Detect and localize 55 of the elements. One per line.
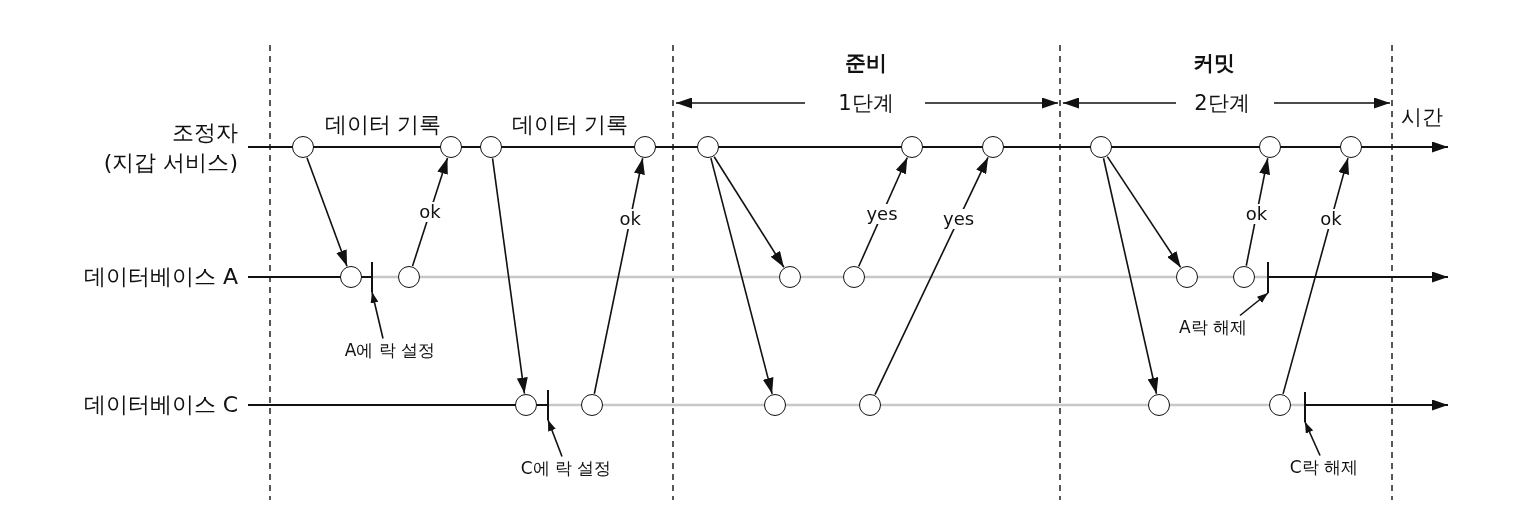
message-arrow [874, 156, 989, 396]
phase-label: 2단계 [1194, 90, 1250, 117]
event-circle [1340, 136, 1362, 158]
event-circle [901, 136, 923, 158]
event-circle [1269, 394, 1291, 416]
event-circle [634, 136, 656, 158]
event-circle [292, 136, 314, 158]
lane-label: 조정자 (지갑 서비스) [103, 119, 238, 177]
phase-title: 커밋 [1193, 50, 1235, 77]
message-arrow [491, 157, 528, 395]
event-circle [1176, 266, 1198, 288]
annotation-text: A에 락 설정 [344, 338, 436, 362]
message-arrow [1106, 155, 1182, 269]
edge-label: ok [617, 209, 643, 230]
event-circle [398, 266, 420, 288]
message-arrow [1102, 157, 1159, 395]
event-circle [440, 136, 462, 158]
phase-label: 1단계 [838, 90, 894, 117]
step-label: 데이터 기록 [324, 111, 442, 139]
event-circle [1259, 136, 1281, 158]
step-label: 데이터 기록 [511, 111, 629, 139]
message-arrow [1282, 157, 1349, 395]
event-circle [340, 266, 362, 288]
event-circle [859, 394, 881, 416]
annotation-text: C에 락 설정 [520, 456, 612, 480]
edge-label: ok [1243, 204, 1270, 225]
edge-label: yes [941, 209, 977, 230]
annotation-text: A락 해제 [1179, 315, 1247, 339]
event-circle [515, 394, 537, 416]
lane-label: 데이터베이스 A [83, 263, 238, 291]
lane-label: 데이터베이스 C [83, 391, 238, 419]
message-arrow [306, 157, 348, 267]
axis-label: 시간 [1401, 104, 1443, 131]
event-circle [779, 266, 801, 288]
event-circle [843, 266, 865, 288]
event-circle [480, 136, 502, 158]
phase-title: 준비 [845, 50, 887, 77]
leader-line [547, 419, 563, 458]
event-circle [1148, 394, 1170, 416]
event-circle [982, 136, 1004, 158]
event-circle [1090, 136, 1112, 158]
message-arrow [713, 155, 785, 269]
annotation-text: C락 해제 [1289, 455, 1359, 479]
message-arrow [710, 157, 774, 395]
event-circle [764, 394, 786, 416]
leader-line [1239, 292, 1269, 317]
event-circle [581, 394, 603, 416]
leader-line [370, 291, 384, 340]
edge-label: ok [1318, 209, 1344, 230]
event-circle [697, 136, 719, 158]
leader-line [1304, 421, 1321, 457]
edge-label: yes [864, 204, 900, 225]
message-arrow [593, 157, 645, 395]
edge-label: ok [417, 202, 443, 222]
event-circle [1233, 266, 1255, 288]
